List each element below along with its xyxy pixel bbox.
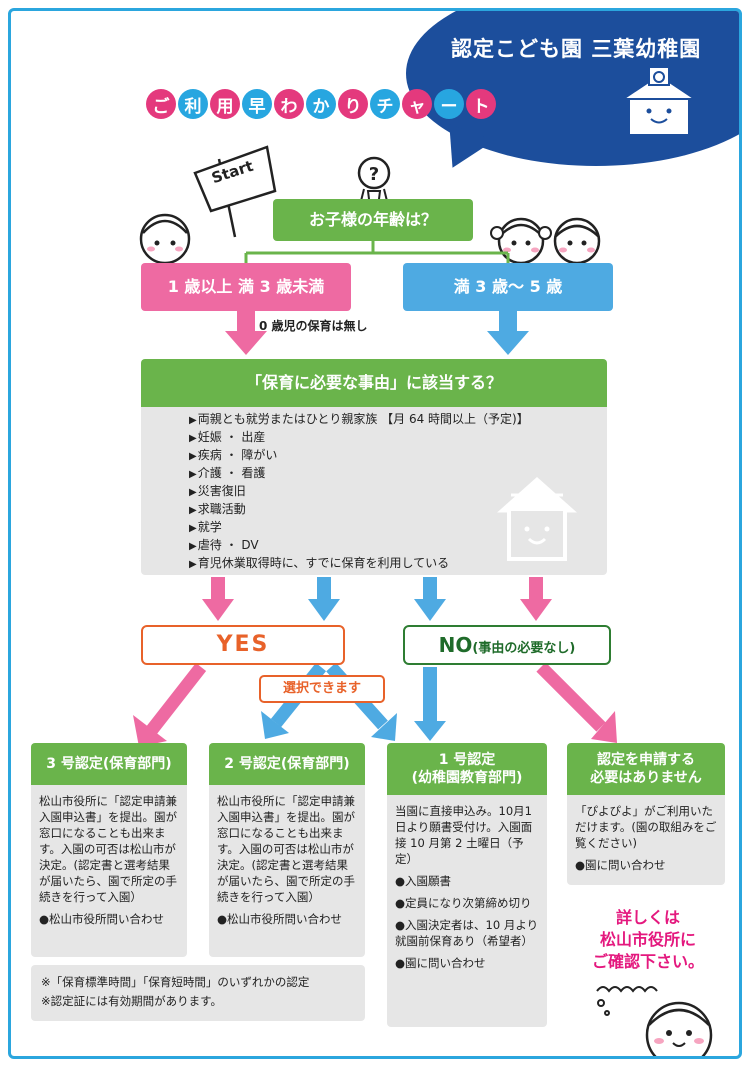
reason-item: 妊娠 ・ 出産 xyxy=(189,429,607,447)
card-1-title-line1: 1 号認定 xyxy=(438,752,496,768)
footnote-line: ※「保育標準時間」「保育短時間」のいずれかの認定 xyxy=(41,975,310,989)
no-box: NO(事由の必要なし) xyxy=(403,625,611,665)
card-1-item: ●園に問い合わせ xyxy=(395,956,486,970)
reason-item: 育児休業取得時に、すでに保育を利用している xyxy=(189,555,607,573)
title-char: チ xyxy=(370,89,400,119)
question-kid-icon: ? xyxy=(357,156,391,208)
card-1-body: 当園に直接申込み。10月1日より願書受付け。入園面接 10 月第 2 土曜日（予… xyxy=(387,795,547,1027)
reason-item: 就学 xyxy=(189,519,607,537)
card-no-title: 認定を申請する 必要はありません xyxy=(567,743,725,795)
chart-frame: 認定こども園 三葉幼稚園 ご 利 用 早 わ か り チ ャ ー ト Start… xyxy=(8,8,742,1059)
start-flag-icon xyxy=(193,145,277,238)
card-1-item: ●入園決定者は、10 月より就園前保育あり（希望者） xyxy=(395,918,539,948)
card-no-title-line1: 認定を申請する xyxy=(597,752,695,768)
footnote-line: ※認定証には有効期間があります。 xyxy=(41,994,222,1008)
card-1-title: 1 号認定 (幼稚園教育部門) xyxy=(387,743,547,795)
card-3-text: 松山市役所に「認定申請兼入園申込書」を提出。園が窓口になることも出来ます。入園の… xyxy=(39,794,177,904)
title-char: り xyxy=(338,89,368,119)
question-age: お子様の年齢は？ xyxy=(273,199,473,241)
thinking-kid-icon xyxy=(596,986,713,1056)
reason-item: 介護 ・ 看護 xyxy=(189,465,607,483)
card-1-item: ●定員になり次第締め切り xyxy=(395,896,532,910)
toddler-icon xyxy=(139,213,191,265)
contact-line: 詳しくは xyxy=(615,908,680,927)
card-no-title-line2: 必要はありません xyxy=(590,770,702,786)
card-no-contact: ●園に問い合わせ xyxy=(575,858,666,872)
card-3-title: 3 号認定(保育部門) xyxy=(31,743,187,785)
card-1-item: ●入園願書 xyxy=(395,874,452,888)
title-char: わ xyxy=(274,89,304,119)
card-2-body: 松山市役所に「認定申請兼入園申込書」を提出。園が窓口になることも出来ます。入園の… xyxy=(209,785,365,957)
card-1-title-line2: (幼稚園教育部門) xyxy=(411,770,523,786)
card-no-text: 「ぴよぴよ」がご利用いただけます。(園の取組みをご覧ください) xyxy=(575,804,717,850)
choose-label: 選択できます xyxy=(259,675,385,703)
svg-text:?: ? xyxy=(369,164,379,185)
reason-item: 災害復旧 xyxy=(189,483,607,501)
reason-item: 求職活動 xyxy=(189,501,607,519)
title-char: 早 xyxy=(242,89,272,119)
reason-item: 虐待 ・ DV xyxy=(189,537,607,555)
age-option-3-to-5: 満 3 歳〜 5 歳 xyxy=(403,263,613,311)
card-no-body: 「ぴよぴよ」がご利用いただけます。(園の取組みをご覧ください) ●園に問い合わせ xyxy=(567,795,725,885)
card-2-title: 2 号認定(保育部門) xyxy=(209,743,365,785)
reason-item: 疾病 ・ 障がい xyxy=(189,447,607,465)
contact-note: 詳しくは 松山市役所に ご確認下さい。 xyxy=(573,907,723,973)
title-char: ご xyxy=(146,89,176,119)
card-2-contact: ●松山市役所問い合わせ xyxy=(217,912,343,926)
age-note: 0 歳児の保育は無し xyxy=(259,319,368,333)
school-name: 認定こども園 三葉幼稚園 xyxy=(451,37,702,61)
card-3-contact: ●松山市役所問い合わせ xyxy=(39,912,165,926)
title-char: ャ xyxy=(402,89,432,119)
contact-line: ご確認下さい。 xyxy=(591,952,704,971)
chart-title: ご 利 用 早 わ か り チ ャ ー ト xyxy=(146,89,496,119)
title-char: ト xyxy=(466,89,496,119)
children-icon xyxy=(490,217,601,265)
footnote: ※「保育標準時間」「保育短時間」のいずれかの認定 ※認定証には有効期間があります… xyxy=(31,965,365,1021)
title-char: 利 xyxy=(178,89,208,119)
title-char: か xyxy=(306,89,336,119)
card-2-text: 松山市役所に「認定申請兼入園申込書」を提出。園が窓口になることも出来ます。入園の… xyxy=(217,794,355,904)
reason-item: 両親とも就労またはひとり親家族 【月 64 時間以上（予定)】 xyxy=(189,411,607,429)
no-label: NO xyxy=(438,633,473,657)
no-sub-label: (事由の必要なし) xyxy=(472,641,576,656)
yes-label: YES xyxy=(141,625,345,665)
age-option-under-3: 1 歳以上 満 3 歳未満 xyxy=(141,263,351,311)
contact-line: 松山市役所に xyxy=(599,930,696,949)
school-building-icon xyxy=(619,66,699,136)
card-1-text: 当園に直接申込み。10月1日より願書受付け。入園面接 10 月第 2 土曜日（予… xyxy=(395,804,533,866)
question-reason: 「保育に必要な事由」に該当する？ xyxy=(141,359,607,407)
title-char: ー xyxy=(434,89,464,119)
card-3-body: 松山市役所に「認定申請兼入園申込書」を提出。園が窓口になることも出来ます。入園の… xyxy=(31,785,187,957)
house-character-icon xyxy=(497,476,577,561)
title-char: 用 xyxy=(210,89,240,119)
